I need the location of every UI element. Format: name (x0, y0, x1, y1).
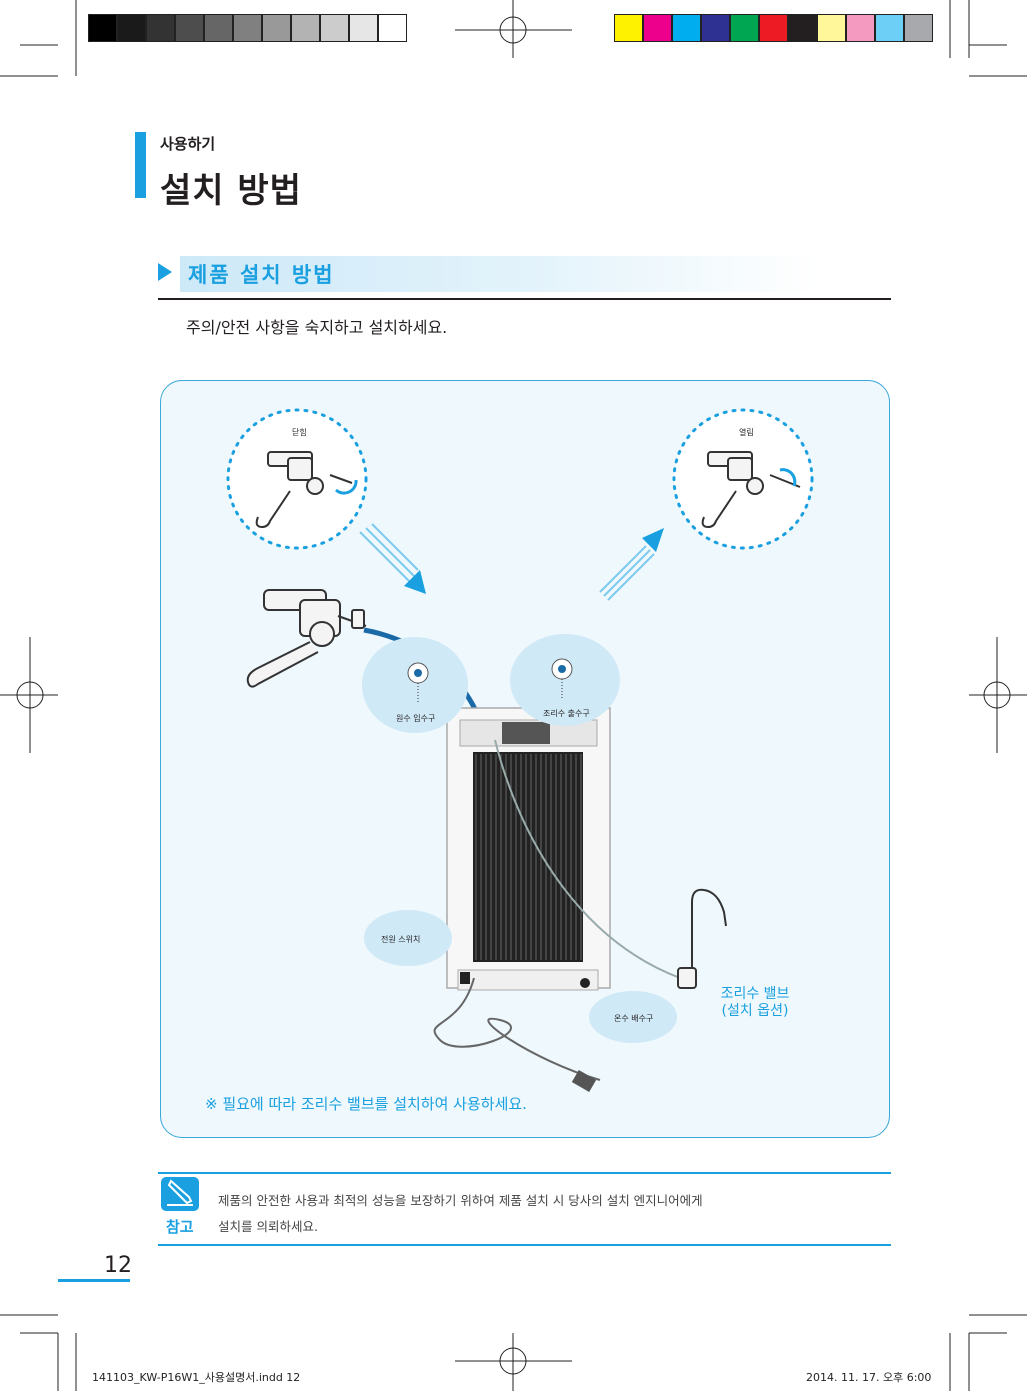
color-calibration-bars (614, 14, 933, 44)
arrow-down-right-icon (359, 523, 426, 594)
section-category: 사용하기 (160, 135, 216, 153)
gray-bar-swatch (291, 14, 320, 42)
triangle-bullet-icon (158, 263, 172, 281)
reference-line-1: 제품의 안전한 사용과 최적의 성능을 보장하기 위하여 제품 설치 시 당사의… (218, 1193, 703, 1208)
color-bar-swatch (672, 14, 701, 42)
cooking-valve-label-line2: (설치 옵션) (721, 1003, 789, 1019)
gray-bar-swatch (146, 14, 175, 42)
cooking-water-valve-icon (677, 888, 727, 989)
subsection-title: 제품 설치 방법 (188, 263, 335, 287)
section-accent-bar (135, 132, 146, 198)
color-bar-swatch (701, 14, 730, 42)
gray-bar-swatch (378, 14, 407, 42)
gray-bar-swatch (88, 14, 117, 42)
raw-water-inlet-bubble (362, 637, 468, 733)
footer-timestamp: 2014. 11. 17. 오후 6:00 (806, 1371, 932, 1384)
cooking-water-outlet-bubble (510, 634, 620, 726)
page-number-underline (58, 1279, 130, 1282)
installation-illustration (226, 408, 814, 1093)
cooking-valve-label-line1: 조리수 밸브 (720, 986, 790, 1002)
gray-bar-swatch (233, 14, 262, 42)
power-switch-bubble (364, 910, 452, 966)
color-bar-swatch (614, 14, 643, 42)
color-bar-swatch (759, 14, 788, 42)
open-label: 열림 (739, 428, 754, 437)
color-bar-swatch (817, 14, 846, 42)
power-cord (433, 977, 601, 1081)
color-bar-swatch (875, 14, 904, 42)
color-bar-swatch (846, 14, 875, 42)
hot-water-drain-label: 온수 배수구 (614, 1014, 654, 1023)
diagram-note: ※ 필요에 따라 조리수 밸브를 설치하여 사용하세요. (205, 1095, 527, 1113)
reference-line-2: 설치를 의뢰하세요. (218, 1219, 318, 1234)
faucet-closed-icon (255, 451, 358, 529)
gray-bar-swatch (117, 14, 146, 42)
pencil-note-icon (161, 1177, 199, 1211)
color-bar-swatch (788, 14, 817, 42)
subsection-header: 제품 설치 방법 (158, 256, 891, 300)
color-bar-swatch (643, 14, 672, 42)
subsection-band (180, 256, 820, 292)
intro-text: 주의/안전 사항을 숙지하고 설치하세요. (186, 318, 448, 337)
faucet-open-icon (701, 451, 801, 529)
water-dispenser-unit (446, 707, 611, 991)
arrow-up-right-icon (599, 528, 664, 601)
hot-water-drain-bubble (589, 991, 677, 1043)
page-title: 설치 방법 (160, 171, 302, 211)
cooking-water-tube (494, 739, 681, 979)
raw-water-inlet-label: 원수 입수구 (396, 714, 436, 723)
gray-bar-swatch (349, 14, 378, 42)
reference-label: 참고 (166, 1218, 194, 1236)
cooking-valve-label: 조리수 밸브 (설치 옵션) (710, 986, 800, 1020)
color-bar-swatch (904, 14, 933, 42)
gray-bar-swatch (204, 14, 233, 42)
gray-bar-swatch (175, 14, 204, 42)
color-bar-swatch (730, 14, 759, 42)
faucet-main-icon (246, 589, 367, 688)
gray-calibration-bars (88, 14, 407, 44)
reference-note: 참고 제품의 안전한 사용과 최적의 성능을 보장하기 위하여 제품 설치 시 … (158, 1172, 891, 1246)
page-number: 12 (104, 1253, 132, 1278)
power-plug-icon (571, 1069, 597, 1093)
gray-bar-swatch (262, 14, 291, 42)
closed-label: 닫힘 (292, 428, 307, 437)
gray-bar-swatch (320, 14, 349, 42)
cooking-water-outlet-label: 조리수 출수구 (543, 709, 590, 718)
reference-text: 제품의 안전한 사용과 최적의 성능을 보장하기 위하여 제품 설치 시 당사의… (218, 1188, 703, 1240)
footer-filename: 141103_KW-P16W1_사용설명서.indd 12 (92, 1371, 301, 1384)
power-switch-label: 전원 스위치 (381, 935, 421, 944)
